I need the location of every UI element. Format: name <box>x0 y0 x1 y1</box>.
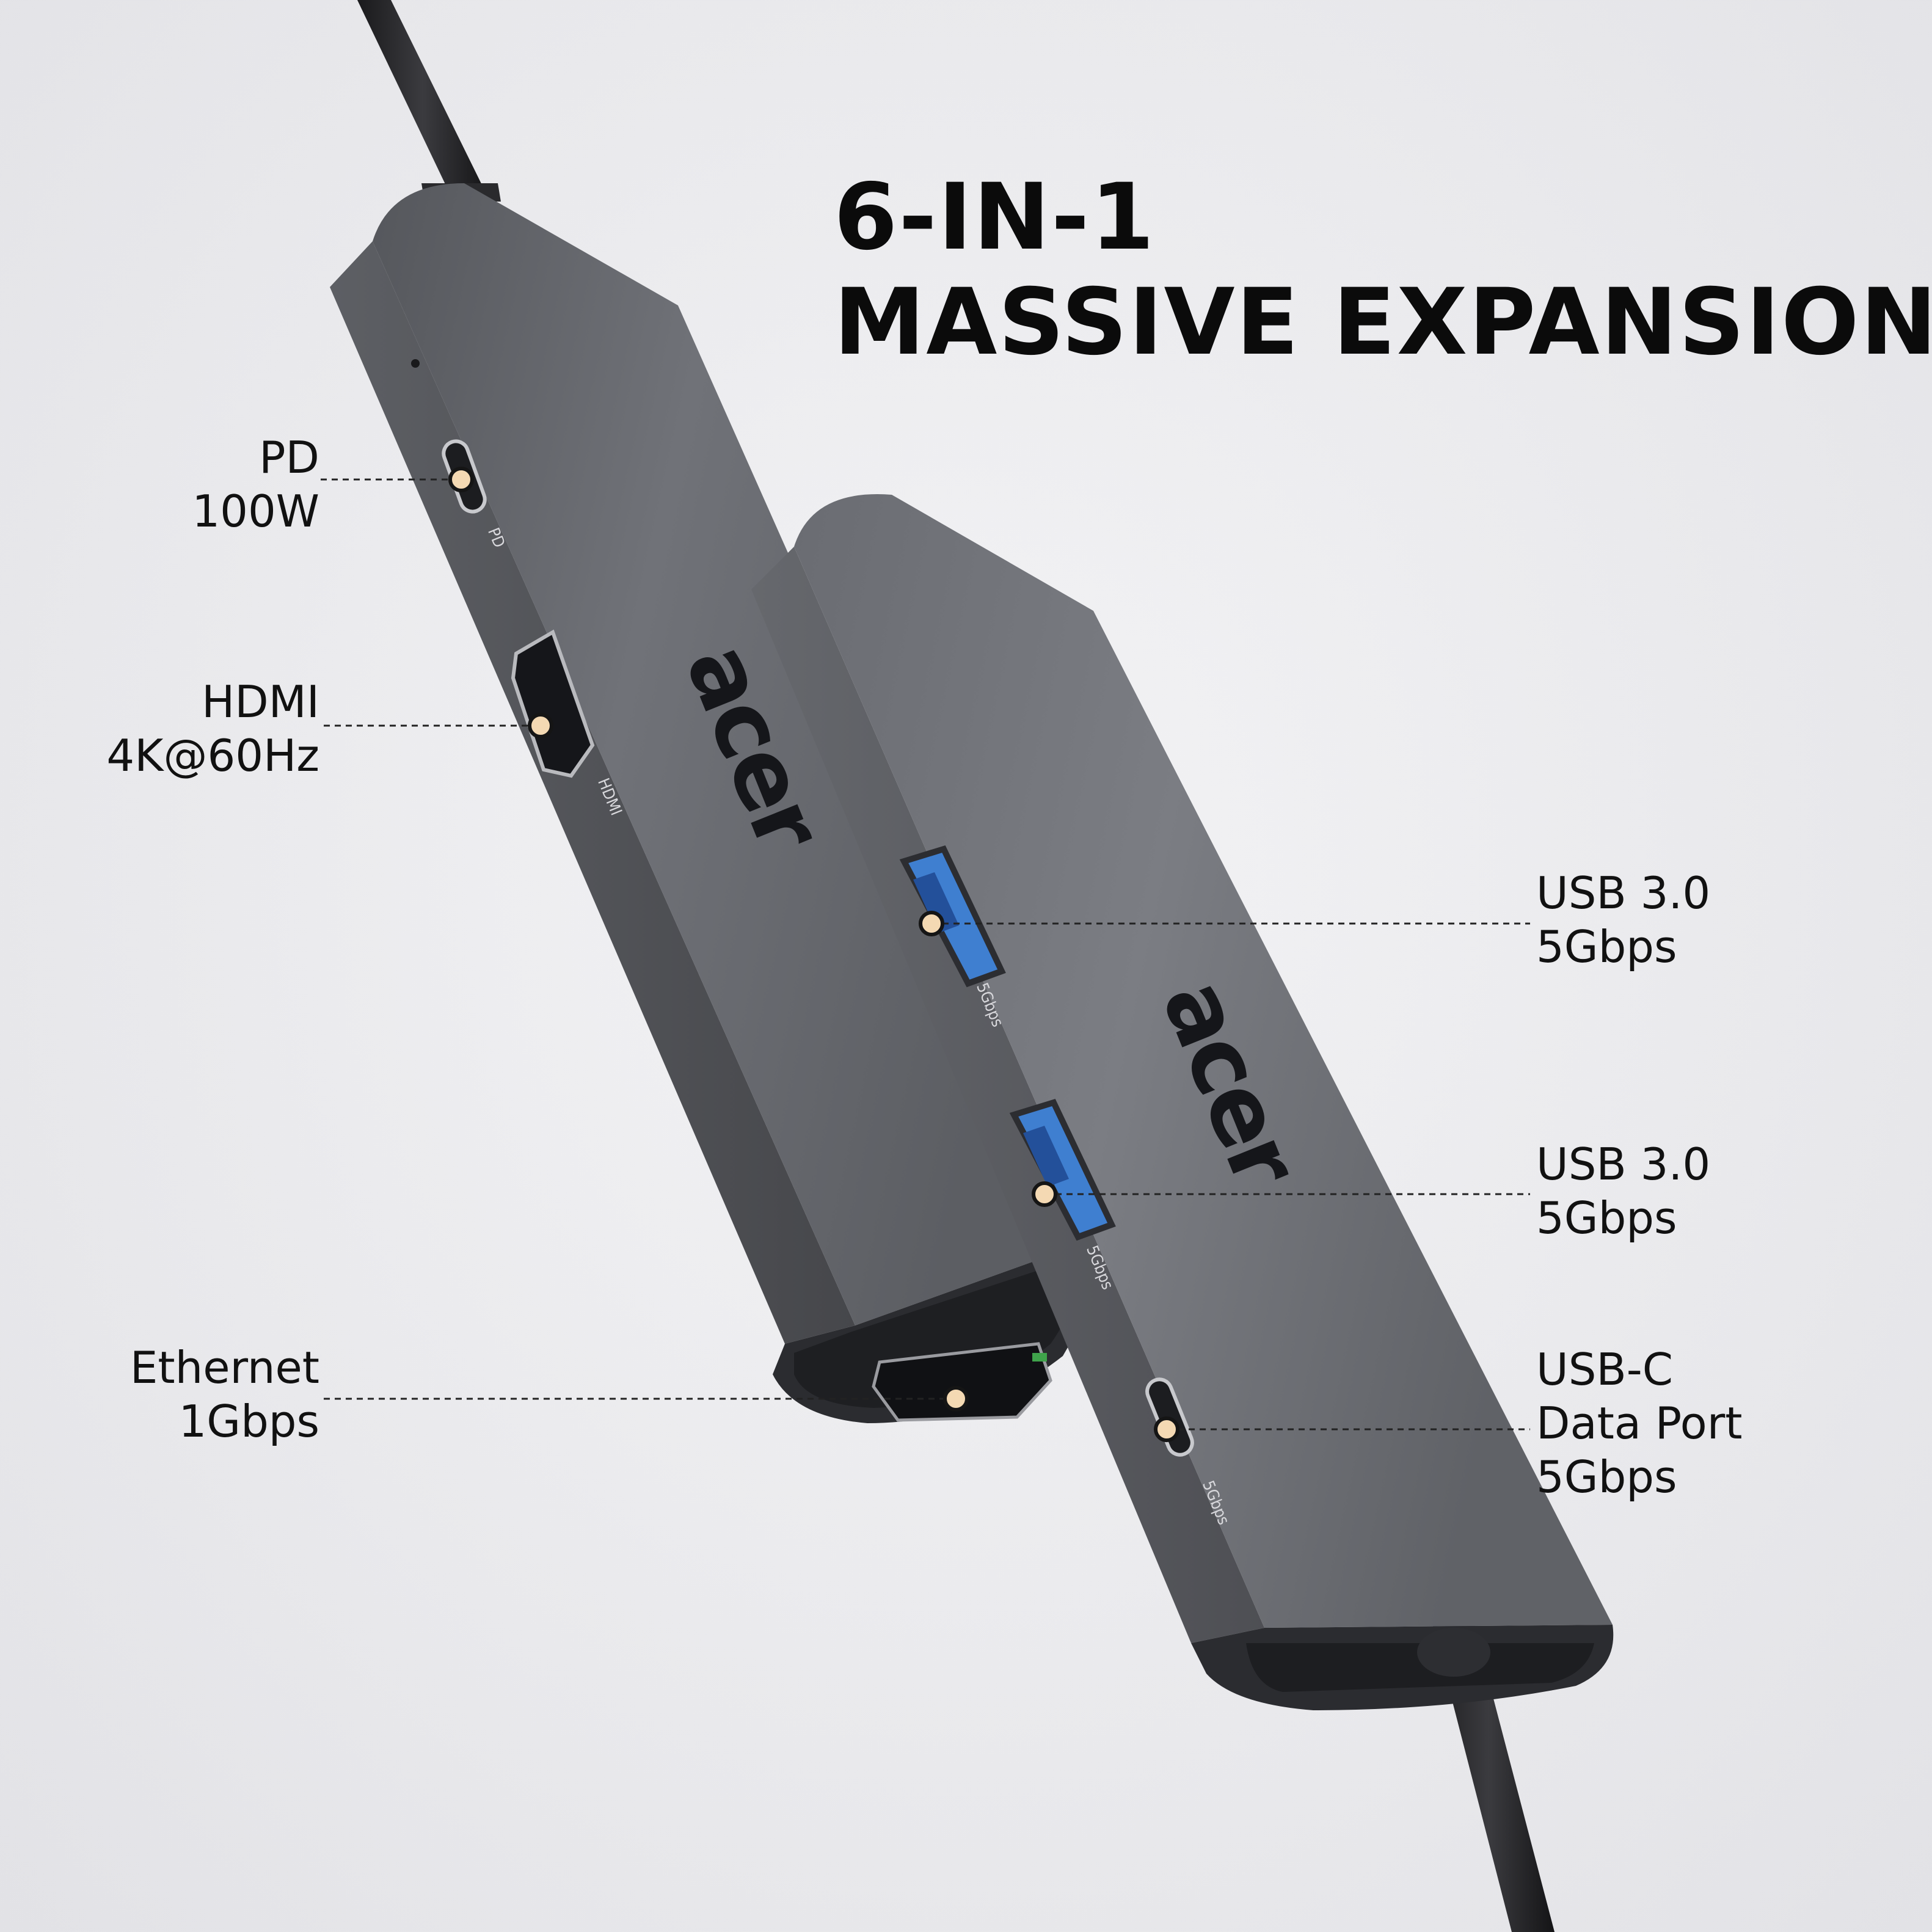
callout-usb-a-1: USB 3.0 5Gbps <box>1536 866 1710 974</box>
dot-usb-a-1 <box>919 911 944 936</box>
callout-usb-c-line1: USB-C <box>1536 1344 1674 1395</box>
headline: 6-IN-1 MASSIVE EXPANSION <box>834 165 1932 375</box>
led-indicator <box>411 359 420 368</box>
callout-usb-a-1-line1: USB 3.0 <box>1536 867 1711 919</box>
callout-usb-a-2: USB 3.0 5Gbps <box>1536 1137 1710 1245</box>
headline-line-2: MASSIVE EXPANSION <box>834 269 1932 376</box>
dot-usb-c <box>1154 1416 1179 1442</box>
hdmi-port <box>511 629 595 778</box>
callout-ethernet-line2: 1Gbps <box>178 1396 319 1447</box>
callout-usb-c-line3: 5Gbps <box>1536 1451 1677 1503</box>
callout-usb-a-1-line2: 5Gbps <box>1536 921 1677 972</box>
dot-ethernet <box>943 1386 969 1412</box>
callout-usb-c: USB-C Data Port 5Gbps <box>1536 1343 1743 1504</box>
callout-pd: PD 100W <box>192 431 319 538</box>
callout-hdmi-line2: 4K@60Hz <box>106 730 319 781</box>
callout-ethernet: Ethernet 1Gbps <box>130 1341 319 1448</box>
headline-line-1: 6-IN-1 <box>834 164 1156 271</box>
callout-pd-line1: PD <box>259 432 319 483</box>
callout-ethernet-line1: Ethernet <box>129 1342 319 1393</box>
callout-usb-c-line2: Data Port <box>1536 1398 1743 1449</box>
ethernet-port <box>872 1342 1052 1422</box>
top-cable <box>357 0 489 205</box>
hub-b <box>751 494 1614 1710</box>
callout-pd-line2: 100W <box>192 486 319 537</box>
callout-usb-a-2-line2: 5Gbps <box>1536 1192 1677 1244</box>
callout-hdmi: HDMI 4K@60Hz <box>106 675 319 782</box>
hub-a <box>330 183 1095 1423</box>
dot-pd <box>448 467 474 492</box>
dot-hdmi <box>528 713 553 738</box>
callout-usb-a-2-line1: USB 3.0 <box>1536 1139 1711 1190</box>
dot-usb-a-2 <box>1032 1181 1057 1207</box>
callout-hdmi-line1: HDMI <box>202 676 319 727</box>
